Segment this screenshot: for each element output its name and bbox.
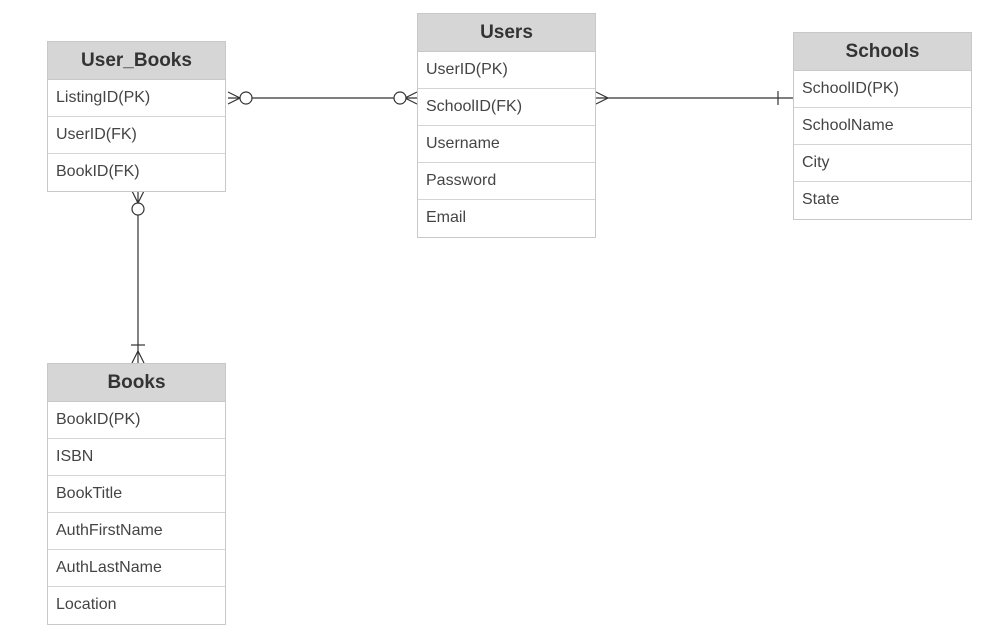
entity-books[interactable]: Books BookID(PK) ISBN BookTitle AuthFirs… [47,363,226,625]
entity-field[interactable]: UserID(PK) [418,52,595,89]
zero-optional-icon [131,202,145,216]
entity-field[interactable]: SchoolID(FK) [418,89,595,126]
entity-title: User_Books [48,42,225,80]
entity-field[interactable]: BookID(FK) [56,163,140,180]
entity-field[interactable]: ListingID(PK) [48,80,225,117]
relationship-user-books-books[interactable] [131,190,145,364]
entity-title: Books [48,364,225,402]
entity-field[interactable]: Email [426,209,467,226]
crows-foot-many-icon [595,91,610,105]
entity-title: Users [418,14,595,52]
relationship-user-books-users[interactable] [227,91,418,105]
entity-field[interactable]: State [802,191,840,208]
entity-field[interactable]: BookTitle [48,476,225,513]
relationship-users-schools[interactable] [595,91,793,105]
zero-optional-icon [239,91,253,105]
entity-schools[interactable]: Schools SchoolID(PK) SchoolName City Sta… [793,32,972,220]
entity-title: Schools [794,33,971,71]
entity-users[interactable]: Users UserID(PK) SchoolID(FK) Username P… [417,13,596,238]
entity-field[interactable]: Password [418,163,595,200]
entity-user-books[interactable]: User_Books ListingID(PK) UserID(FK) Book… [47,41,226,192]
entity-field[interactable]: AuthLastName [48,550,225,587]
entity-field[interactable]: Username [418,126,595,163]
entity-field[interactable]: SchoolName [794,108,971,145]
entity-field[interactable]: UserID(FK) [48,117,225,154]
entity-field[interactable]: City [794,145,971,182]
entity-field[interactable]: ISBN [48,439,225,476]
zero-optional-icon [393,91,407,105]
entity-field[interactable]: BookID(PK) [48,402,225,439]
entity-field[interactable]: Location [56,596,117,613]
entity-field[interactable]: AuthFirstName [48,513,225,550]
crows-foot-many-icon [131,349,145,364]
entity-field[interactable]: SchoolID(PK) [794,71,971,108]
